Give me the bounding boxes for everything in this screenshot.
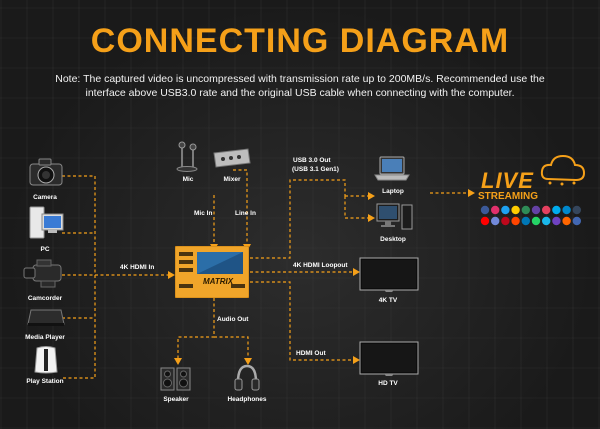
media-player-icon [27,309,65,326]
camcorder-label: Camcorder [27,295,63,302]
social-icon [521,205,530,215]
social-icon [542,216,551,226]
play-station-icon [34,346,58,374]
social-icon [501,205,510,215]
tv-4k-icon [359,257,419,292]
mic-label: Mic [182,176,194,183]
mixer-label: Mixer [223,176,241,183]
headphones-label: Headphones [227,396,267,403]
media-player-label: Media Player [25,334,65,341]
audio-out-label: Audio Out [217,316,249,323]
social-icon [552,216,561,226]
pc-icon [29,206,64,239]
usb-out-label: USB 3.0 Out [293,157,331,164]
usb-gen-label: (USB 3.1 Gen1) [292,166,339,173]
social-icon [480,216,490,226]
social-icon [491,216,500,226]
page-title: CONNECTING DIAGRAM [90,22,510,60]
line-in-label: Line In [235,210,256,217]
social-icon [562,216,571,226]
pc-label: PC [40,246,50,253]
desktop-label: Desktop [380,236,406,243]
mixer-icon [213,148,251,168]
social-icon [542,205,551,215]
tv-hd-icon [359,341,419,376]
social-icon [491,205,500,215]
hdmi-out-label: HDMI Out [296,350,326,357]
tv-4k-label: 4K TV [378,297,398,304]
speaker-icon [160,367,191,391]
social-icon [480,205,490,215]
speaker-label: Speaker [163,396,189,403]
camera-icon [29,158,63,186]
mic-in-label: Mic In [194,210,213,217]
tv-hd-label: HD TV [378,380,398,387]
social-icon [562,205,571,215]
cloud-icon [540,154,586,186]
mic-icon [176,141,198,172]
social-icon [572,205,581,215]
social-icon [531,216,541,226]
social-icon [572,216,581,226]
social-icon [531,205,541,215]
social-icon [501,216,510,226]
social-icon [511,205,520,215]
device-brand: MATRIX [203,277,234,286]
live-text: LIVE [481,168,534,193]
laptop-icon [374,156,410,181]
social-icon [521,216,530,226]
camera-label: Camera [33,194,57,201]
social-icons [480,205,581,226]
hdmi-loopout-label: 4K HDMI Loopout [293,262,348,269]
desktop-icon [376,203,413,230]
laptop-label: Laptop [382,188,404,195]
social-icon [511,216,520,226]
streaming-text: STREAMING [478,191,538,202]
social-icon [552,205,561,215]
headphones-icon [234,364,260,391]
play-station-label: Play Station [26,378,64,385]
hdmi-in-label: 4K HDMI In [120,264,155,271]
note-text: Note: The captured video is uncompressed… [55,73,545,99]
capture-device [175,246,249,298]
camcorder-icon [23,259,62,288]
